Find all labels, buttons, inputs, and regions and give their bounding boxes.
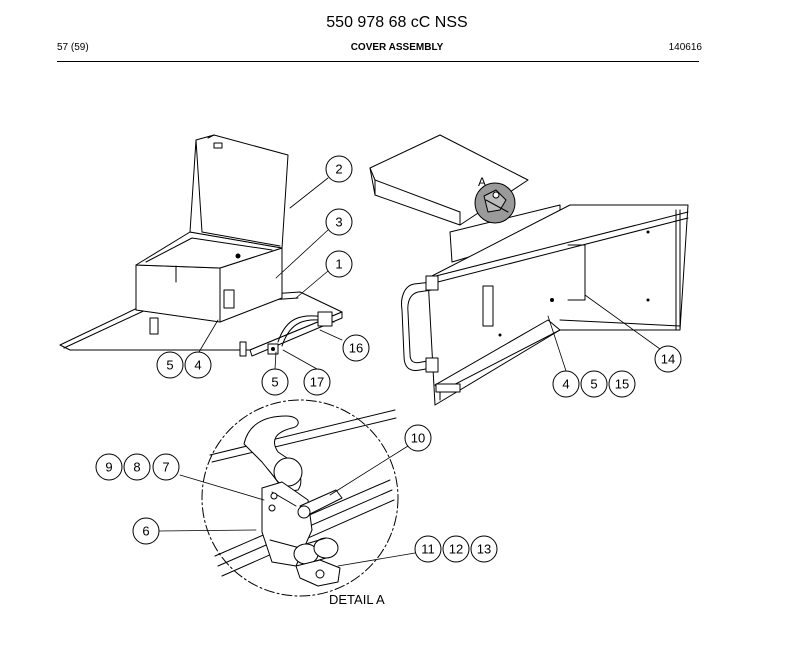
callout-label: 11 (421, 542, 435, 557)
callout-label: 7 (162, 460, 169, 475)
right-cover-assembly (369, 134, 689, 406)
callout-label: 8 (133, 460, 140, 475)
detail-a-view (201, 399, 399, 597)
callout-label: 12 (449, 542, 463, 557)
callout-4-b: 4 (552, 370, 580, 398)
callout-label: 4 (562, 377, 569, 392)
callout-label: 14 (661, 352, 675, 367)
callout-label: 5 (271, 375, 278, 390)
left-cover-assembly (59, 134, 343, 357)
callout-7: 7 (152, 453, 180, 481)
callout-11: 11 (414, 535, 442, 563)
callout-6: 6 (132, 517, 160, 545)
leader-lines (158, 177, 661, 567)
date-code: 140616 (668, 42, 702, 53)
document-number: 550 978 68 cC NSS (326, 14, 468, 31)
callout-label: 2 (335, 162, 342, 177)
callout-label: 13 (477, 542, 491, 557)
callout-label: 16 (349, 341, 363, 356)
callout-label: 10 (411, 431, 425, 446)
callout-label: 1 (335, 257, 342, 272)
callout-label: 4 (194, 358, 201, 373)
callout-label: 5 (166, 358, 173, 373)
callout-17: 17 (303, 368, 331, 396)
callout-label: 17 (310, 375, 324, 390)
callout-3: 3 (325, 208, 353, 236)
callout-1: 1 (325, 250, 353, 278)
detail-a-label: DETAIL A (329, 592, 385, 607)
callout-label: 5 (590, 377, 597, 392)
callout-10: 10 (404, 424, 432, 452)
page-number: 57 (59) (57, 42, 89, 53)
callout-label: 6 (142, 524, 149, 539)
callout-5-b: 5 (261, 368, 289, 396)
callout-14: 14 (654, 345, 682, 373)
callout-5-c: 5 (580, 370, 608, 398)
callout-label: 3 (335, 215, 342, 230)
callout-16: 16 (342, 334, 370, 362)
detail-a-marker: A (478, 175, 486, 189)
callout-5: 5 (156, 351, 184, 379)
callout-12: 12 (442, 535, 470, 563)
callout-8: 8 (123, 453, 151, 481)
callout-label: 15 (615, 377, 629, 392)
callout-2: 2 (325, 155, 353, 183)
callout-13: 13 (470, 535, 498, 563)
callout-4: 4 (184, 351, 212, 379)
callout-15: 15 (608, 370, 636, 398)
callout-9: 9 (95, 453, 123, 481)
section-title: COVER ASSEMBLY (350, 42, 444, 53)
callout-label: 9 (105, 460, 112, 475)
header-rule (57, 61, 699, 62)
